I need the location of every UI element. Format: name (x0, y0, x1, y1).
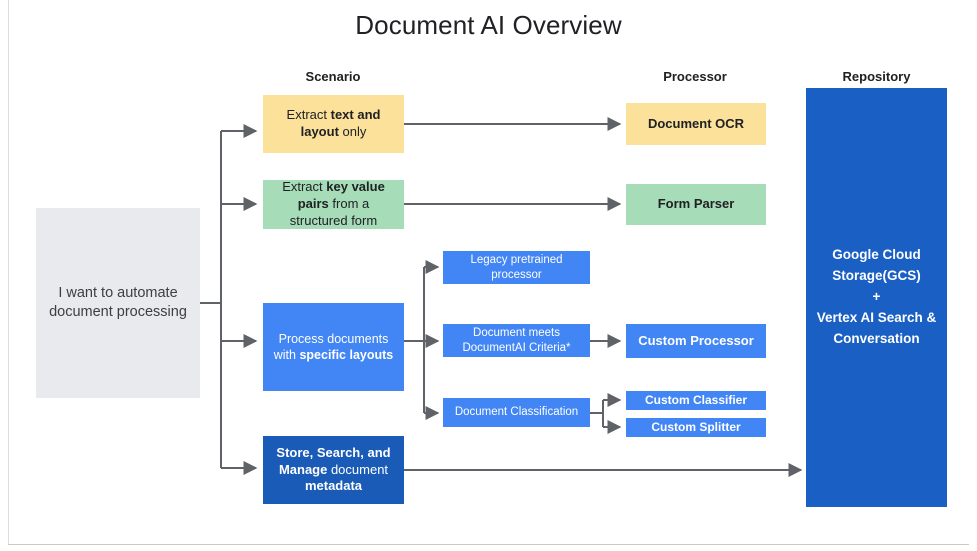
scenario-process-specific-layouts-label: Process documents with specific layouts (273, 331, 394, 362)
processor-custom-splitter[interactable]: Custom Splitter (626, 418, 766, 437)
repository-line-1: Google Cloud (832, 247, 921, 263)
repository-line-3: Vertex AI Search & (816, 309, 937, 325)
processor-custom-processor[interactable]: Custom Processor (626, 324, 766, 358)
processor-custom-splitter-label: Custom Splitter (651, 419, 741, 434)
start-node-label: I want to automate document processing (49, 285, 187, 320)
column-header-scenario: Scenario (305, 69, 361, 84)
processor-document-ocr[interactable]: Document OCR (626, 103, 766, 145)
repository-box[interactable]: Google Cloud Storage(GCS) + Vertex AI Se… (806, 88, 947, 507)
column-header-processor: Processor (663, 69, 727, 84)
scenario-extract-text-layout-label: Extract text and layout only (286, 107, 381, 139)
processor-custom-classifier[interactable]: Custom Classifier (626, 391, 766, 410)
scenario-store-search-manage-label: Store, Search, and Manage document metad… (276, 444, 391, 494)
processor-form-parser[interactable]: Form Parser (626, 184, 766, 225)
page-title: Document AI Overview (355, 10, 622, 40)
criteria-document-classification[interactable]: Document Classification (443, 398, 590, 427)
scenario-extract-key-value-pairs[interactable]: Extract key value pairs from a structure… (263, 179, 404, 229)
repository-line-plus: + (872, 289, 881, 305)
repository-line-2: Storage(GCS) (832, 268, 921, 284)
start-node-automate-document-processing[interactable]: I want to automate document processing (36, 208, 200, 398)
criteria-document-classification-label: Document Classification (454, 406, 579, 419)
processor-form-parser-label: Form Parser (657, 196, 735, 212)
column-header-repository: Repository (842, 69, 911, 84)
criteria-document-meets-criteria[interactable]: Document meets DocumentAI Criteria* (443, 324, 590, 357)
processor-custom-classifier-label: Custom Classifier (644, 392, 748, 407)
criteria-legacy-pretrained-processor-label: Legacy pretrained processor (470, 253, 563, 281)
scenario-process-specific-layouts[interactable]: Process documents with specific layouts (263, 303, 404, 391)
scenario-extract-key-value-pairs-label: Extract key value pairs from a structure… (282, 179, 385, 228)
processor-document-ocr-label: Document OCR (647, 115, 745, 131)
repository-line-4: Conversation (833, 330, 920, 346)
criteria-legacy-pretrained-processor[interactable]: Legacy pretrained processor (443, 251, 590, 284)
criteria-document-meets-criteria-label: Document meets DocumentAI Criteria* (462, 326, 571, 354)
processor-custom-processor-label: Custom Processor (638, 332, 754, 348)
scenario-store-search-manage[interactable]: Store, Search, and Manage document metad… (263, 436, 404, 504)
scenario-extract-text-layout[interactable]: Extract text and layout only (263, 95, 404, 153)
